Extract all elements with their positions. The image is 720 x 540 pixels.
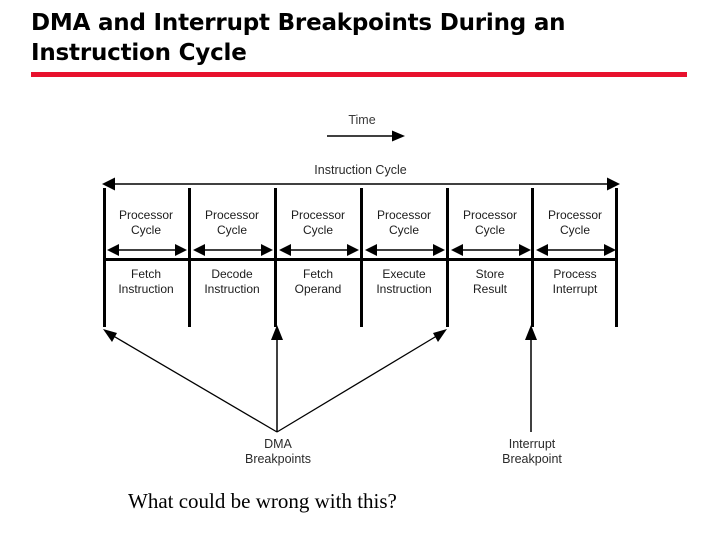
interrupt-breakpoint-arrow [525, 325, 537, 432]
table-cell-phase-6: Process Interrupt [532, 267, 618, 296]
page-title-line-2: Instruction Cycle [31, 40, 247, 66]
phase-label-line-1: Process [553, 267, 597, 281]
dma-breakpoint-arrow-middle [271, 325, 283, 432]
interrupt-breakpoint-label: Interrupt Breakpoint [452, 437, 612, 467]
table-divider-5 [531, 188, 534, 327]
cycle-label-line-1: Processor [290, 208, 346, 222]
table-cell-cycle-2: Processor Cycle [189, 208, 275, 237]
table-divider-4 [446, 188, 449, 327]
phase-label-line-1: Execute [382, 267, 426, 281]
cycle-label-line-2: Cycle [474, 222, 505, 237]
phase-label-line-1: Fetch [130, 267, 161, 281]
time-axis-label: Time [348, 113, 376, 127]
processor-cycle-arrow-icon-3 [279, 244, 359, 256]
interrupt-breakpoint-label-line-2: Breakpoint [502, 452, 562, 466]
phase-label-line-2: Instruction [376, 281, 432, 296]
cycle-label-line-1: Processor [118, 208, 174, 222]
phase-label-line-2: Operand [294, 281, 342, 296]
dma-breakpoints-label-line-1: DMA [264, 437, 292, 451]
page-title-line-1: DMA and Interrupt Breakpoints During an [31, 10, 566, 36]
phase-label-line-2: Instruction [118, 281, 174, 296]
title-underline-rule [31, 72, 687, 77]
table-cell-phase-5: Store Result [447, 267, 533, 296]
dma-breakpoints-label-line-2: Breakpoints [244, 452, 311, 466]
table-cell-phase-3: Fetch Operand [275, 267, 361, 296]
instruction-cycle-span-arrow-icon [102, 177, 620, 191]
phase-label-line-1: Store [475, 267, 505, 281]
table-cell-phase-2: Decode Instruction [189, 267, 275, 296]
table-cell-cycle-1: Processor Cycle [103, 208, 189, 237]
interrupt-breakpoint-label-line-1: Interrupt [508, 437, 556, 451]
table-cell-phase-4: Execute Instruction [361, 267, 447, 296]
instruction-cycle-label: Instruction Cycle [314, 163, 407, 177]
footer-question-text: What could be wrong with this? [128, 489, 397, 513]
processor-cycle-arrow-icon-2 [193, 244, 273, 256]
cycle-label-line-1: Processor [547, 208, 603, 222]
cycle-label-line-2: Cycle [130, 222, 161, 237]
table-divider-3 [360, 188, 363, 327]
instruction-cycle-table: Processor Cycle Processor Cycle Processo… [103, 188, 618, 327]
phase-label-line-2: Result [472, 281, 507, 296]
dma-breakpoints-label: DMA Breakpoints [198, 437, 358, 467]
processor-cycle-arrow-icon-5 [451, 244, 531, 256]
cycle-label-line-2: Cycle [216, 222, 247, 237]
phase-label-line-1: Decode [211, 267, 253, 281]
table-divider-1 [188, 188, 191, 327]
dma-breakpoint-arrow-right [276, 329, 447, 433]
cycle-label-line-1: Processor [204, 208, 260, 222]
processor-cycle-arrow-icon-6 [536, 244, 616, 256]
cycle-label-line-1: Processor [462, 208, 518, 222]
table-cell-cycle-3: Processor Cycle [275, 208, 361, 237]
cycle-label-line-2: Cycle [559, 222, 590, 237]
table-cell-phase-1: Fetch Instruction [103, 267, 189, 296]
table-cell-cycle-5: Processor Cycle [447, 208, 533, 237]
table-cell-cycle-4: Processor Cycle [361, 208, 447, 237]
page-title: DMA and Interrupt Breakpoints During an … [31, 8, 691, 68]
processor-cycle-arrow-icon-4 [365, 244, 445, 256]
cycle-label-line-2: Cycle [302, 222, 333, 237]
dma-breakpoint-arrow-left [103, 329, 278, 433]
time-arrow-icon [327, 130, 405, 142]
table-divider-2 [274, 188, 277, 327]
phase-label-line-1: Fetch [302, 267, 333, 281]
table-border-right [615, 188, 618, 327]
cycle-label-line-2: Cycle [388, 222, 419, 237]
table-cell-cycle-6: Processor Cycle [532, 208, 618, 237]
cycle-label-line-1: Processor [376, 208, 432, 222]
table-border-left [103, 188, 106, 327]
phase-label-line-2: Interrupt [552, 281, 598, 296]
processor-cycle-arrow-icon-1 [107, 244, 187, 256]
phase-label-line-2: Instruction [204, 281, 260, 296]
